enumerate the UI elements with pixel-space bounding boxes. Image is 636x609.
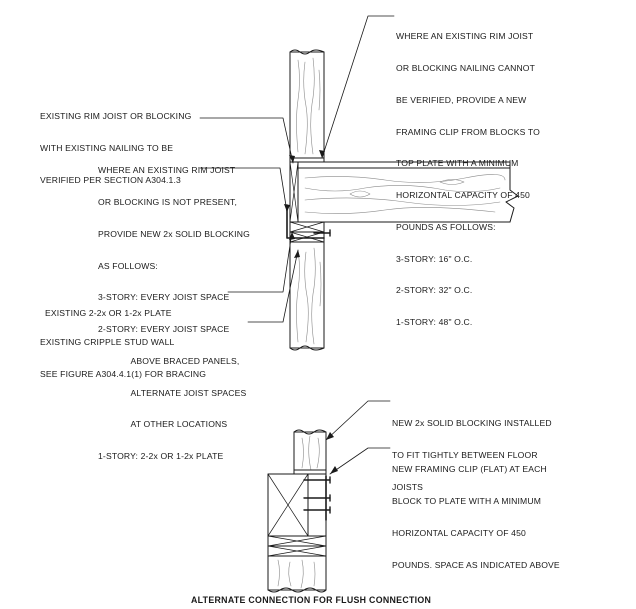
- rim-joist: [289, 161, 299, 223]
- flush-top-plate: [293, 469, 327, 475]
- flush-solid-blocking: [267, 473, 309, 537]
- detail-caption: ALTERNATE CONNECTION FOR FLUSH CONNECTIO…: [191, 595, 432, 605]
- flush-rim: [307, 473, 327, 537]
- note-existing-plate: EXISTING 2-2x OR 1-2x PLATE: [45, 308, 172, 319]
- leader-arrowheads-lower: [326, 432, 338, 474]
- note-rim-joist-clip: WHERE AN EXISTING RIM JOIST OR BLOCKING …: [396, 31, 540, 328]
- flush-cripple-wall: [267, 555, 327, 593]
- nail-upper: [313, 229, 331, 237]
- note-flush-blocking: NEW 2x SOLID BLOCKING INSTALLED TO FIT T…: [392, 418, 552, 492]
- leader-lines-upper: [199, 15, 395, 323]
- framing-clip-upper: [286, 204, 325, 239]
- note-new-blocking: WHERE AN EXISTING RIM JOIST OR BLOCKING …: [98, 165, 250, 462]
- note-cripple-wall: EXISTING CRIPPLE STUD WALL SEE FIGURE A3…: [40, 337, 207, 379]
- flush-sill-plate-upper: [267, 535, 327, 547]
- sill-plate-upper: [289, 221, 325, 233]
- flush-nails: [303, 476, 331, 514]
- upper-stud-wall: [289, 49, 325, 161]
- cripple-stud-wall: [289, 241, 325, 351]
- note-existing-rim-joist: EXISTING RIM JOIST OR BLOCKING WITH EXIS…: [40, 111, 192, 185]
- upper-top-plate: [289, 157, 325, 163]
- note-flush-clip: NEW FRAMING CLIP (FLAT) AT EACH BLOCK TO…: [392, 464, 560, 570]
- flush-sill-plate-lower: [267, 545, 327, 557]
- flush-upper-stud: [293, 429, 327, 473]
- leader-lines-lower: [325, 400, 391, 475]
- leader-arrowheads-upper: [284, 150, 325, 258]
